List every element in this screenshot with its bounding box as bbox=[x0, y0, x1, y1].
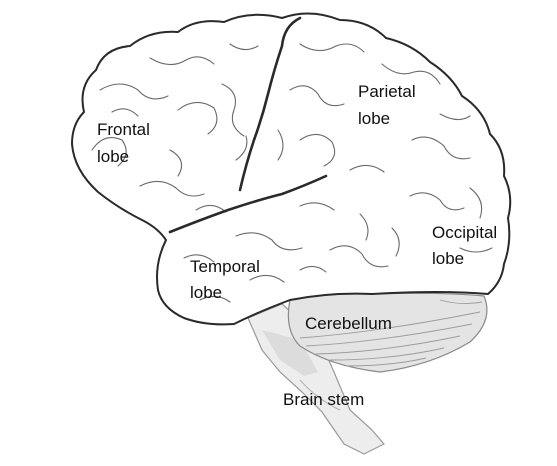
label-parietal-line1: Parietal bbox=[358, 82, 416, 101]
label-cerebellum: Cerebellum bbox=[305, 314, 392, 333]
cerebrum-outline bbox=[72, 13, 510, 324]
label-occipital-line1: Occipital bbox=[432, 223, 497, 242]
label-frontal-line2: lobe bbox=[97, 147, 129, 166]
cerebrum bbox=[72, 13, 510, 324]
label-frontal-line1: Frontal bbox=[97, 120, 150, 139]
label-brain-stem: Brain stem bbox=[283, 390, 364, 409]
label-temporal-line1: Temporal bbox=[190, 257, 260, 276]
label-occipital-line2: lobe bbox=[432, 249, 464, 268]
label-parietal-line2: lobe bbox=[358, 109, 390, 128]
label-temporal-line2: lobe bbox=[190, 283, 222, 302]
